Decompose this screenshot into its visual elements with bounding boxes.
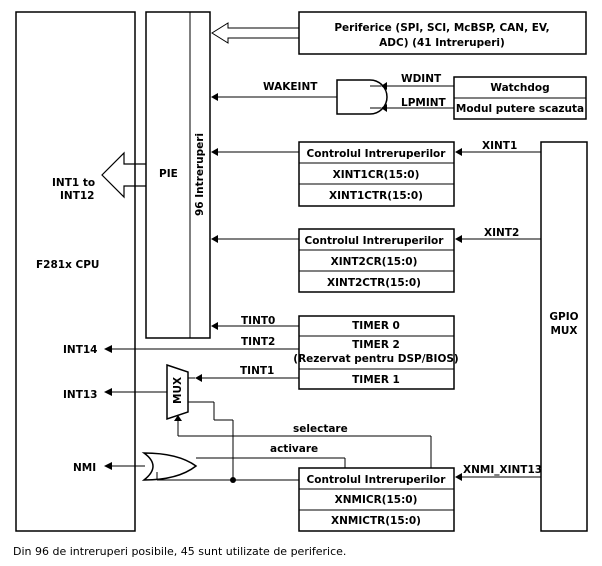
- timer2-label: TIMER 2: [352, 339, 400, 351]
- xint1-ctr-register: XINT1CTR(15:0): [329, 190, 423, 202]
- xnmi-signal: XNMI_XINT13: [463, 464, 542, 476]
- gpio-mux-block: GPIO MUX: [540, 141, 588, 532]
- tint2-label: TINT2: [241, 336, 275, 348]
- xint2-title: Controlul Intreruperilor: [305, 235, 445, 247]
- xint2-signal: XINT2: [484, 227, 519, 239]
- pie-interrupt-count: 96 Intreruperi: [194, 133, 206, 216]
- xnmi-ctr-register: XNMICTR(15:0): [331, 515, 421, 527]
- peripherals-block: Periferice (SPI, SCI, McBSP, CAN, EV, AD…: [298, 11, 587, 55]
- lpmint-label: LPMINT: [401, 97, 447, 109]
- gpio-label: GPIO: [549, 311, 578, 323]
- peripherals-to-pie-arrow: [211, 22, 299, 44]
- pie-name: PIE: [159, 168, 178, 180]
- xnmi-control-block: Controlul Intreruperilor XNMICR(15:0) XN…: [298, 467, 455, 532]
- xint1-cr-register: XINT1CR(15:0): [333, 169, 420, 181]
- diagram-caption: Din 96 de intreruperi posibile, 45 sunt …: [13, 545, 346, 558]
- peripherals-line1: Periferice (SPI, SCI, McBSP, CAN, EV,: [334, 22, 549, 34]
- int13-label: INT13: [63, 389, 97, 401]
- enable-label: activare: [270, 443, 318, 455]
- pie-block: PIE 96 Intreruperi: [145, 11, 211, 339]
- junction-dot: [230, 477, 236, 483]
- select-label: selectare: [293, 423, 348, 435]
- xint1-signal: XINT1: [482, 140, 517, 152]
- gpio-mux-label: MUX: [550, 325, 577, 337]
- timers-block: TIMER 0 TIMER 2 (Rezervat pentru DSP/BIO…: [293, 315, 459, 390]
- cpu-block: INT1 to INT12 F281x CPU INT14 INT13 NMI: [15, 11, 136, 532]
- wakeint-label: WAKEINT: [263, 81, 318, 93]
- mux-label: MUX: [172, 377, 184, 404]
- xint2-ctr-register: XINT2CTR(15:0): [327, 277, 421, 289]
- peripherals-line2: ADC) (41 Intreruperi): [379, 37, 505, 49]
- or-gate: [141, 452, 198, 481]
- cpu-name: F281x CPU: [36, 259, 99, 271]
- pie-to-cpu-arrow: [101, 151, 146, 199]
- timer2-reserved-label: (Rezervat pentru DSP/BIOS): [293, 353, 458, 365]
- xint2-control-block: Controlul Intreruperilor XINT2CR(15:0) X…: [298, 228, 455, 293]
- xnmi-title: Controlul Intreruperilor: [307, 474, 447, 486]
- tint1-label: TINT1: [240, 365, 274, 377]
- xint1-title: Controlul Intreruperilor: [307, 148, 447, 160]
- mux-block: MUX: [166, 363, 189, 421]
- xnmi-cr-register: XNMICR(15:0): [335, 494, 418, 506]
- and-gate: [336, 79, 388, 115]
- watchdog-label: Watchdog: [490, 82, 549, 94]
- wdint-label: WDINT: [401, 73, 442, 85]
- watchdog-block: Watchdog Modul putere scazuta: [453, 76, 587, 120]
- timer1-label: TIMER 1: [352, 374, 400, 386]
- timer0-label: TIMER 0: [352, 320, 400, 332]
- xint2-cr-register: XINT2CR(15:0): [331, 256, 418, 268]
- xint1-control-block: Controlul Intreruperilor XINT1CR(15:0) X…: [298, 141, 455, 207]
- int14-label: INT14: [63, 344, 97, 356]
- low-power-label: Modul putere scazuta: [456, 103, 584, 115]
- int12-label: INT12: [60, 190, 94, 202]
- int1-label: INT1 to: [52, 177, 95, 189]
- nmi-label: NMI: [73, 462, 96, 474]
- tint0-label: TINT0: [241, 315, 275, 327]
